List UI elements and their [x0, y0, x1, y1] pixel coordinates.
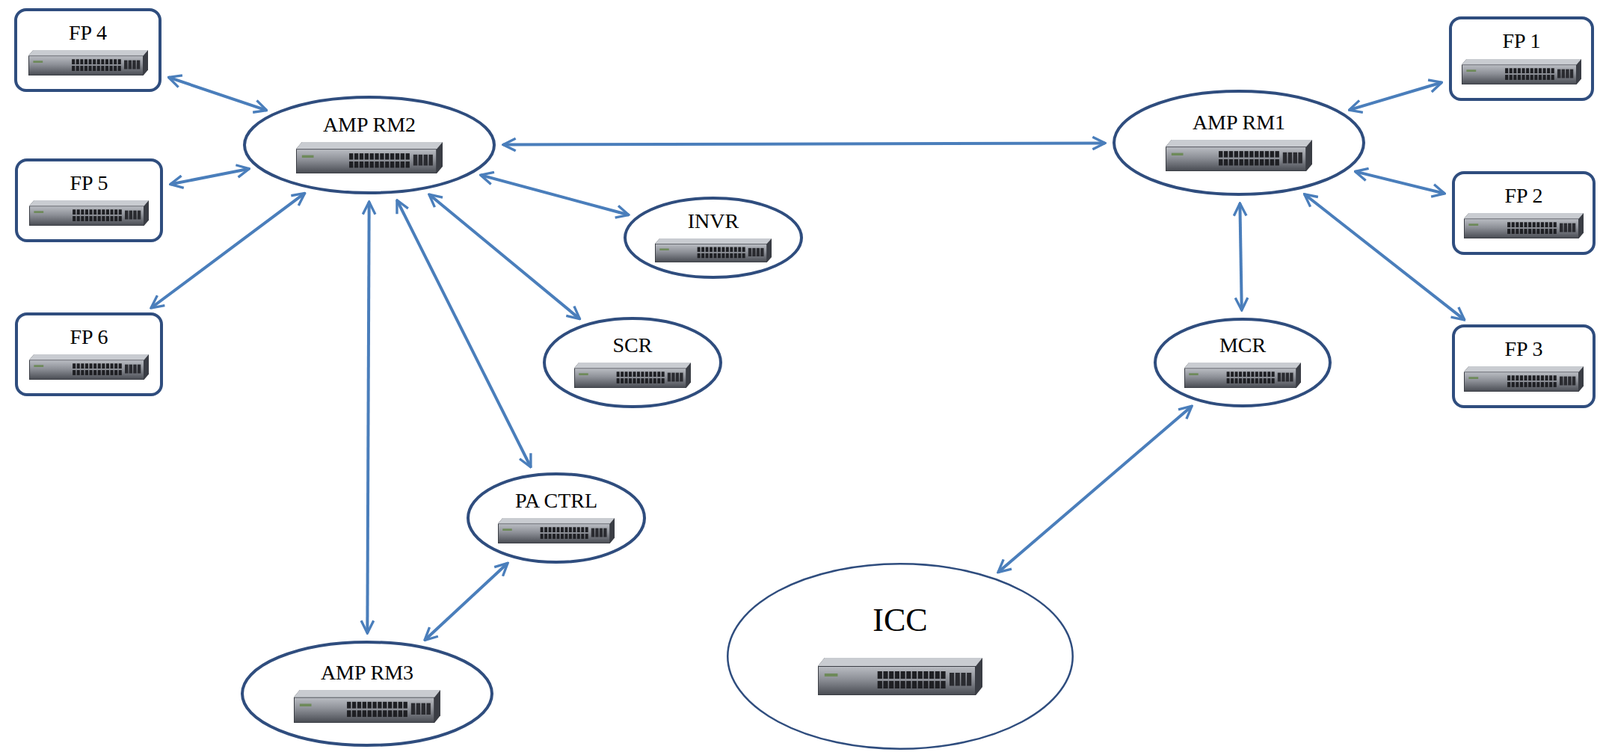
- node-label: PA CTRL: [466, 489, 646, 513]
- link-arrow: [168, 77, 267, 110]
- node-label: FP 6: [14, 325, 163, 350]
- node-outline: [542, 317, 723, 409]
- node-label: ICC: [726, 602, 1074, 639]
- link-arrow: [170, 168, 250, 185]
- switch-icon: [1463, 213, 1584, 239]
- link-arrow: [367, 201, 369, 634]
- link-arrow: [1239, 203, 1242, 311]
- link-arrow: [397, 200, 531, 468]
- switch-icon: [574, 362, 691, 389]
- device-ellipse: MCR: [1153, 317, 1332, 408]
- node-outline: [466, 472, 646, 564]
- device-ellipse: ICC: [726, 562, 1074, 750]
- switch-icon: [1165, 139, 1313, 172]
- device-box: FP 4: [14, 8, 162, 92]
- device-ellipse: SCR: [542, 317, 723, 409]
- device-box: FP 6: [14, 312, 163, 397]
- device-box: FP 5: [14, 158, 163, 243]
- switch-icon: [1461, 59, 1582, 85]
- node-label: AMP RM1: [1112, 111, 1366, 135]
- link-arrow: [1304, 194, 1465, 320]
- device-box: FP 3: [1451, 324, 1596, 409]
- device-ellipse: PA CTRL: [466, 472, 646, 564]
- node-label: FP 1: [1448, 29, 1595, 54]
- node-label: AMP RM2: [242, 113, 496, 137]
- device-ellipse: AMP RM2: [242, 95, 496, 195]
- switch-icon: [1463, 366, 1584, 392]
- node-outline: [1448, 16, 1595, 101]
- node-label: FP 2: [1451, 184, 1596, 208]
- link-arrow: [998, 405, 1192, 572]
- node-label: INVR: [623, 210, 803, 234]
- node-label: FP 3: [1451, 337, 1596, 362]
- switch-icon: [817, 657, 983, 696]
- link-arrow: [151, 192, 306, 309]
- switch-icon: [296, 142, 443, 174]
- device-ellipse: INVR: [623, 196, 803, 279]
- node-label: AMP RM3: [240, 661, 494, 685]
- node-label: FP 5: [14, 171, 163, 196]
- link-arrow: [429, 194, 581, 320]
- link-arrow: [480, 174, 629, 215]
- node-outline: [623, 196, 803, 279]
- switch-icon: [497, 518, 615, 544]
- node-label: FP 4: [14, 21, 162, 45]
- device-ellipse: AMP RM3: [240, 640, 494, 747]
- node-label: MCR: [1153, 334, 1332, 358]
- switch-icon: [29, 200, 149, 226]
- link-arrow: [424, 562, 508, 640]
- switch-icon: [28, 50, 149, 76]
- link-arrow: [1348, 82, 1442, 110]
- node-outline: [1153, 317, 1332, 408]
- switch-icon: [29, 354, 149, 380]
- device-ellipse: AMP RM1: [1112, 89, 1366, 196]
- link-arrow: [503, 142, 1106, 145]
- switch-icon: [293, 690, 441, 723]
- device-box: FP 2: [1451, 171, 1596, 255]
- device-box: FP 1: [1448, 16, 1595, 101]
- switch-icon: [654, 238, 772, 263]
- switch-icon: [1184, 362, 1301, 389]
- node-outline: [726, 562, 1074, 750]
- node-label: SCR: [542, 334, 723, 358]
- link-arrow: [1354, 171, 1445, 194]
